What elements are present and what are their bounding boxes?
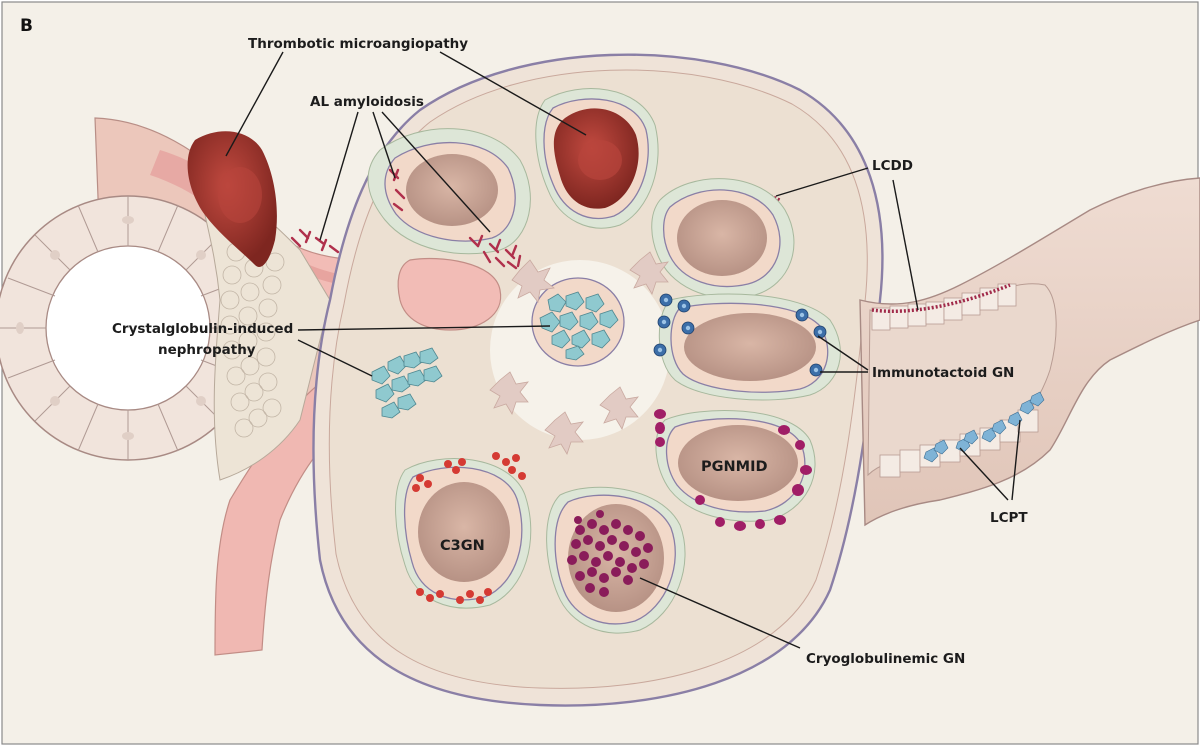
c3-deposits [412, 452, 526, 604]
crystal-deposits-center [539, 291, 619, 361]
proximal-tubule [859, 177, 1200, 527]
label-thrombotic-microangiopathy: Thrombotic microangiopathy [248, 36, 468, 52]
label-crystalglobulin-line1: Crystalglobulin-induced [112, 321, 293, 337]
capillary-loop-4 [658, 293, 841, 401]
cryoglobulin-deposits [567, 510, 653, 597]
mesangial-cells [489, 251, 669, 455]
capillary-loop-5 [655, 409, 816, 522]
label-crystalglobulin-line2: nephropathy [158, 342, 256, 358]
pgnmid-deposits [654, 409, 812, 531]
thrombus-arteriole [187, 131, 277, 268]
label-pgnmid: PGNMID [701, 459, 768, 475]
capillary-loop-1 [367, 128, 531, 255]
capillary-loop-7 [395, 458, 532, 609]
label-lcdd: LCDD [872, 158, 913, 174]
capillary-loop-9 [397, 257, 502, 331]
crystal-deposits-arteriole [371, 347, 443, 419]
panel-letter: B [20, 16, 33, 36]
label-c3gn: C3GN [440, 538, 485, 554]
label-immunotactoid-gn: Immunotactoid GN [872, 365, 1014, 381]
al-amyloid-deposits [290, 168, 522, 270]
lcpt-deposits [923, 391, 1045, 463]
thrombus-glomerular [553, 108, 639, 209]
leader-lines [225, 51, 1021, 649]
capillary-loop-3 [651, 178, 795, 299]
label-cryoglobulinemic-gn: Cryoglobulinemic GN [806, 651, 965, 667]
juxtaglomerular-cells [199, 189, 331, 481]
label-al-amyloidosis: AL amyloidosis [310, 94, 424, 110]
label-lcpt: LCPT [990, 510, 1028, 526]
